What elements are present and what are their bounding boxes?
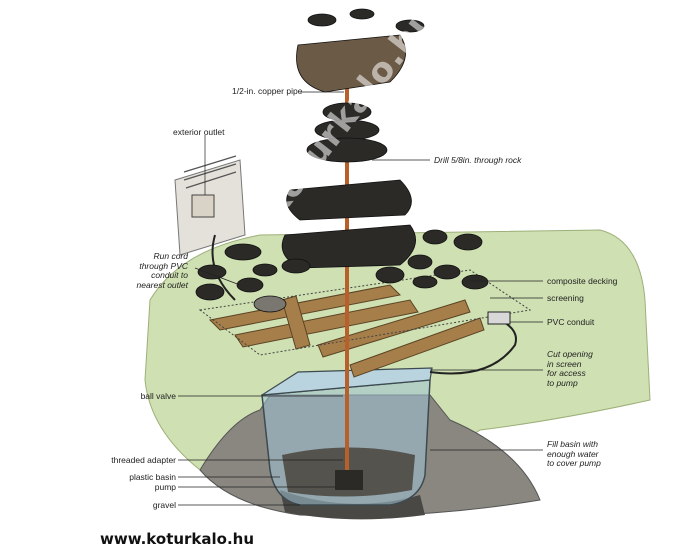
label-exterior-outlet: exterior outlet	[173, 127, 225, 137]
cut-opening-line-2: in screen	[547, 358, 582, 369]
label-composite-decking: composite decking	[547, 276, 618, 286]
label-cut-opening: Cut opening in screen for access to pump	[547, 349, 593, 388]
cut-opening-line-3: for access	[547, 368, 586, 378]
run-cord-line-2: through PVC	[139, 260, 188, 271]
label-screening: screening	[547, 293, 584, 303]
fill-basin-line-2: enough water	[547, 448, 599, 459]
label-copper-pipe: 1/2-in. copper pipe	[232, 86, 303, 96]
screening	[198, 269, 532, 356]
label-fill-basin: Fill basin with enough water to cover pu…	[547, 439, 601, 469]
label-plastic-basin: plastic basin	[129, 472, 176, 482]
label-ball-valve: ball valve	[140, 391, 176, 401]
website-link[interactable]: www.koturkalo.hu	[100, 530, 255, 548]
stones	[195, 8, 489, 313]
outlet-box	[191, 194, 215, 218]
fill-basin-line-1: Fill basin with	[547, 439, 599, 449]
pump	[335, 470, 363, 490]
label-pvc-conduit: PVC conduit	[547, 317, 595, 327]
leader-lines	[178, 91, 543, 506]
run-cord-line-3: conduit to	[151, 270, 188, 280]
label-gravel: gravel	[152, 500, 176, 510]
label-drill: Drill 5/8in. through rock	[434, 155, 522, 165]
cut-opening-line-4: to pump	[547, 377, 578, 388]
label-run-cord: Run cord through PVC conduit to nearest …	[130, 251, 189, 290]
decking	[208, 284, 485, 378]
fill-basin-line-3: to cover pump	[547, 458, 601, 468]
run-cord-line-1: Run cord	[153, 251, 189, 261]
label-threaded-adapter: threaded adapter	[111, 455, 176, 465]
cut-opening-line-1: Cut opening	[547, 349, 593, 359]
run-cord-line-4: nearest outlet	[136, 279, 188, 290]
label-pump: pump	[154, 482, 176, 492]
